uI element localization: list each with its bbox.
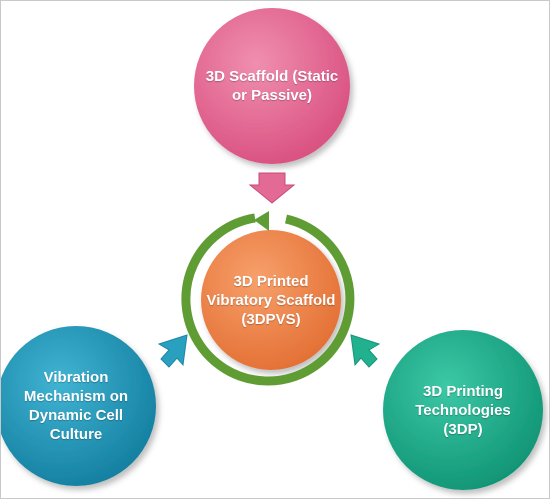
center-node-line-3: (3DPVS) [241, 310, 301, 328]
cycle-ring-icon [181, 213, 355, 386]
top-node-label: 3D Scaffold (Static or Passive) [192, 56, 352, 116]
center-circle [201, 230, 341, 370]
top-node-line-2: or Passive) [231, 87, 313, 104]
right-node-label: 3D Printing Technologies (3DP) [393, 377, 533, 443]
left-circle [1, 326, 156, 486]
right-node-line-3: (3DP) [443, 420, 483, 438]
right-node-line-2: Technologies [415, 401, 511, 419]
right-node-line-1: 3D Printing [422, 382, 503, 400]
center-node-line-1: 3D Printed [233, 272, 309, 290]
cycle-arrowhead-icon [254, 211, 269, 231]
left-arrow-icon [157, 334, 188, 368]
left-node-line-4: Culture [49, 426, 103, 443]
right-circle [383, 330, 543, 490]
top-arrow-icon [248, 172, 296, 204]
left-node-line-1: Vibration [43, 369, 109, 386]
left-node-line-3: Dynamic Cell [28, 407, 124, 424]
top-circle [194, 8, 350, 164]
left-node-line-2: Mechanism on [23, 388, 129, 405]
left-node-label: Vibration Mechanism on Dynamic Cell Cult… [6, 363, 146, 449]
right-arrow-icon [350, 334, 381, 368]
center-node-label: 3D Printed Vibratory Scaffold (3DPVS) [196, 265, 346, 335]
top-node-line-1: 3D Scaffold (Static [205, 68, 339, 85]
center-node-line-2: Vibratory Scaffold [206, 291, 336, 309]
